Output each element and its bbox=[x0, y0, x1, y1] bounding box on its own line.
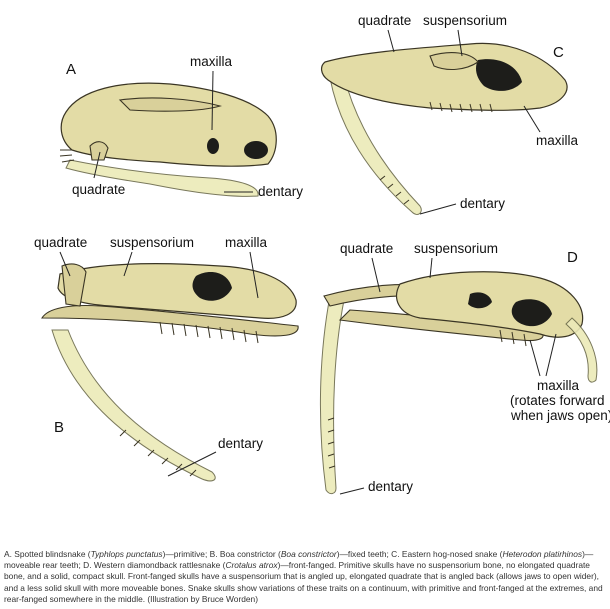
label-b-dentary: dentary bbox=[218, 436, 263, 451]
panel-b-letter: B bbox=[54, 419, 64, 436]
skull-c-illustration bbox=[321, 42, 568, 215]
panel-c: C quadrate suspensorium maxilla dentary bbox=[321, 13, 579, 215]
label-a-maxilla: maxilla bbox=[190, 54, 233, 69]
panel-c-letter: C bbox=[553, 44, 564, 61]
snake-skulls-diagram: A maxilla quadrate dentary C bbox=[34, 13, 610, 495]
panel-a: A maxilla quadrate dentary bbox=[59, 54, 303, 199]
leader-d-dentary bbox=[339, 487, 365, 495]
panel-b: B quadrate suspensorium maxilla dentary bbox=[34, 235, 299, 482]
species-name: Typhlops punctatus bbox=[90, 549, 163, 559]
label-c-maxilla: maxilla bbox=[536, 133, 579, 148]
label-c-dentary: dentary bbox=[460, 196, 505, 211]
label-a-dentary: dentary bbox=[258, 184, 303, 199]
leader-c-dentary bbox=[419, 203, 457, 215]
label-d-quadrate: quadrate bbox=[340, 241, 393, 256]
leader-a-maxilla bbox=[211, 70, 214, 131]
label-b-suspensorium: suspensorium bbox=[110, 235, 194, 250]
leader-a-quadrate bbox=[93, 151, 101, 179]
label-d-maxilla-note-2: when jaws open) bbox=[510, 408, 610, 423]
label-a-quadrate: quadrate bbox=[72, 182, 125, 197]
panel-a-letter: A bbox=[66, 61, 76, 78]
label-b-maxilla: maxilla bbox=[225, 235, 268, 250]
leader-b-suspensorium bbox=[123, 251, 133, 277]
label-c-suspensorium: suspensorium bbox=[423, 13, 507, 28]
species-name: Heterodon platirhinos bbox=[502, 549, 583, 559]
leader-d-suspensorium bbox=[429, 257, 433, 279]
skull-d-illustration bbox=[319, 271, 598, 495]
leader-b-quadrate bbox=[59, 251, 71, 277]
label-d-maxilla-note-1: (rotates forward bbox=[510, 393, 605, 408]
leader-c-quadrate bbox=[387, 29, 395, 53]
leader-d-quadrate bbox=[371, 257, 381, 293]
label-d-suspensorium: suspensorium bbox=[414, 241, 498, 256]
leader-c-maxilla bbox=[523, 105, 541, 133]
leader-d-maxilla-a bbox=[529, 339, 541, 377]
leader-b-dentary bbox=[167, 451, 217, 477]
leader-d-maxilla-b bbox=[545, 333, 557, 377]
species-name: Boa constrictor bbox=[280, 549, 337, 559]
label-b-quadrate: quadrate bbox=[34, 235, 87, 250]
species-name: Crotalus atrox bbox=[225, 560, 278, 571]
skull-b-illustration bbox=[41, 263, 299, 482]
label-d-maxilla: maxilla bbox=[537, 378, 580, 393]
label-d-dentary: dentary bbox=[368, 479, 413, 494]
figure-caption: A. Spotted blindsnake (Typhlops punctatu… bbox=[4, 549, 603, 604]
label-c-quadrate: quadrate bbox=[358, 13, 411, 28]
leader-b-maxilla bbox=[249, 251, 259, 299]
panel-d: D quadrate suspensorium maxilla (rotates… bbox=[319, 241, 610, 495]
leader-c-suspensorium bbox=[457, 29, 463, 57]
panel-d-letter: D bbox=[567, 249, 578, 266]
skull-a-illustration bbox=[59, 82, 277, 197]
